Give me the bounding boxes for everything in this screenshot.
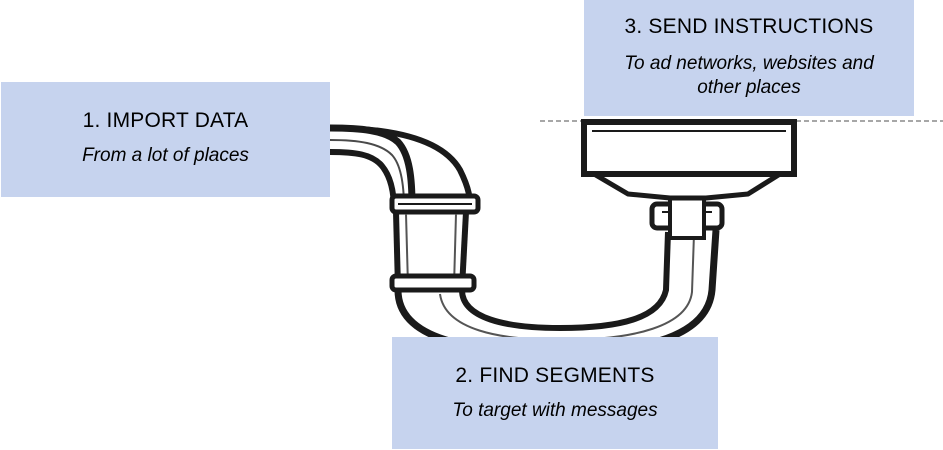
step-import-data-box: 1. IMPORT DATA From a lot of places [1,82,330,197]
riser-neck [668,194,706,240]
step-title: 1. IMPORT DATA [82,109,249,132]
step-subtitle: To target with messages [452,400,658,421]
lower-coupling [389,273,477,293]
inlet-arm-inner [329,149,397,211]
step-send-instructions-box: 3. SEND INSTRUCTIONS To ad networks, web… [584,0,914,116]
step-title: 2. FIND SEGMENTS [455,364,655,387]
tailpiece-funnel [591,171,783,201]
step-title: 3. SEND INSTRUCTIONS [624,15,874,38]
inlet-arm-middle [329,139,405,209]
step-find-segments-box: 2. FIND SEGMENTS To target with messages [392,337,718,449]
step-subtitle: From a lot of places [82,145,249,166]
step-subtitle: To ad networks, websites and other place… [624,53,874,98]
tailpiece-top [581,119,797,177]
trap-u-inner [459,231,671,332]
upper-coupling [389,193,481,215]
trap-u-middle [439,233,695,342]
